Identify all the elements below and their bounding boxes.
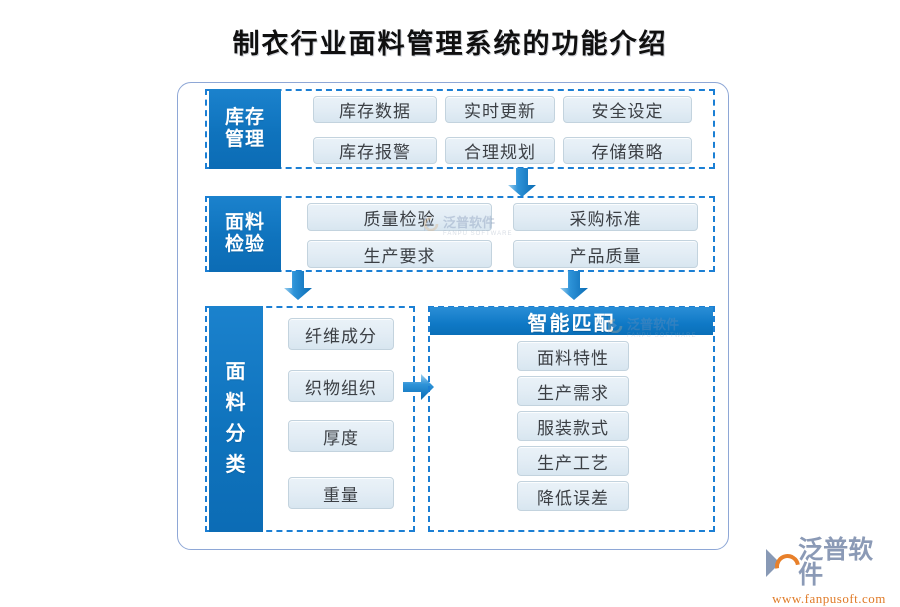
item-realtime-update[interactable]: 实时更新: [445, 96, 555, 123]
logo-name: 泛普软件: [798, 536, 874, 589]
item-production-process[interactable]: 生产工艺: [517, 446, 629, 476]
section-classification-label: 面 料 分 类: [209, 306, 263, 532]
item-weight[interactable]: 重量: [288, 477, 394, 509]
logo-row: 泛普软件: [766, 538, 892, 588]
section-inspection-box: [205, 196, 715, 272]
section-classification-label-char3: 分: [225, 423, 247, 445]
section-smart-match-header: 智能匹配: [430, 307, 713, 335]
item-production-demand[interactable]: 生产需求: [517, 376, 629, 406]
item-fabric-structure[interactable]: 织物组织: [288, 370, 394, 402]
section-inventory-box: [205, 89, 715, 169]
arrow-inspection-to-smart-match: [560, 271, 588, 300]
arrow-inventory-to-inspection: [508, 168, 536, 197]
page-title: 制衣行业面料管理系统的功能介绍: [232, 29, 668, 59]
section-inspection-label: 面料 检验: [209, 196, 281, 272]
item-garment-style[interactable]: 服装款式: [517, 411, 629, 441]
item-reduce-error[interactable]: 降低误差: [517, 481, 629, 511]
section-inspection-label-line2: 检验: [224, 234, 265, 255]
item-thickness[interactable]: 厚度: [288, 420, 394, 452]
item-inventory-alarm[interactable]: 库存报警: [313, 137, 437, 164]
item-fabric-characteristics[interactable]: 面料特性: [517, 341, 629, 371]
item-reasonable-planning[interactable]: 合理规划: [445, 137, 555, 164]
fanpu-logo: 泛普软件 www.fanpusoft.com: [766, 538, 892, 606]
section-inspection-label-line1: 面料: [224, 211, 265, 233]
section-inventory-label-line2: 管理: [224, 129, 265, 150]
item-quality-inspection[interactable]: 质量检验: [307, 203, 492, 231]
logo-url: www.fanpusoft.com: [772, 591, 886, 606]
section-classification-label-char2: 料: [225, 392, 247, 414]
item-safety-setting[interactable]: 安全设定: [563, 96, 692, 123]
item-inventory-data[interactable]: 库存数据: [313, 96, 437, 123]
section-inventory-label: 库存 管理: [209, 89, 281, 169]
item-production-requirement[interactable]: 生产要求: [307, 240, 492, 268]
item-storage-strategy[interactable]: 存储策略: [563, 137, 692, 164]
section-classification-box: [205, 306, 415, 532]
item-purchase-standard[interactable]: 采购标准: [513, 203, 698, 231]
item-fiber-composition[interactable]: 纤维成分: [288, 318, 394, 350]
fanpu-logo-icon: [766, 549, 794, 577]
arrow-inspection-to-classification: [284, 271, 312, 300]
arrow-classification-to-smart-match: [403, 374, 434, 400]
section-inventory-label-line1: 库存: [224, 106, 265, 128]
item-product-quality[interactable]: 产品质量: [513, 240, 698, 268]
section-classification-label-char4: 类: [225, 454, 247, 476]
section-classification-label-char1: 面: [225, 361, 247, 383]
